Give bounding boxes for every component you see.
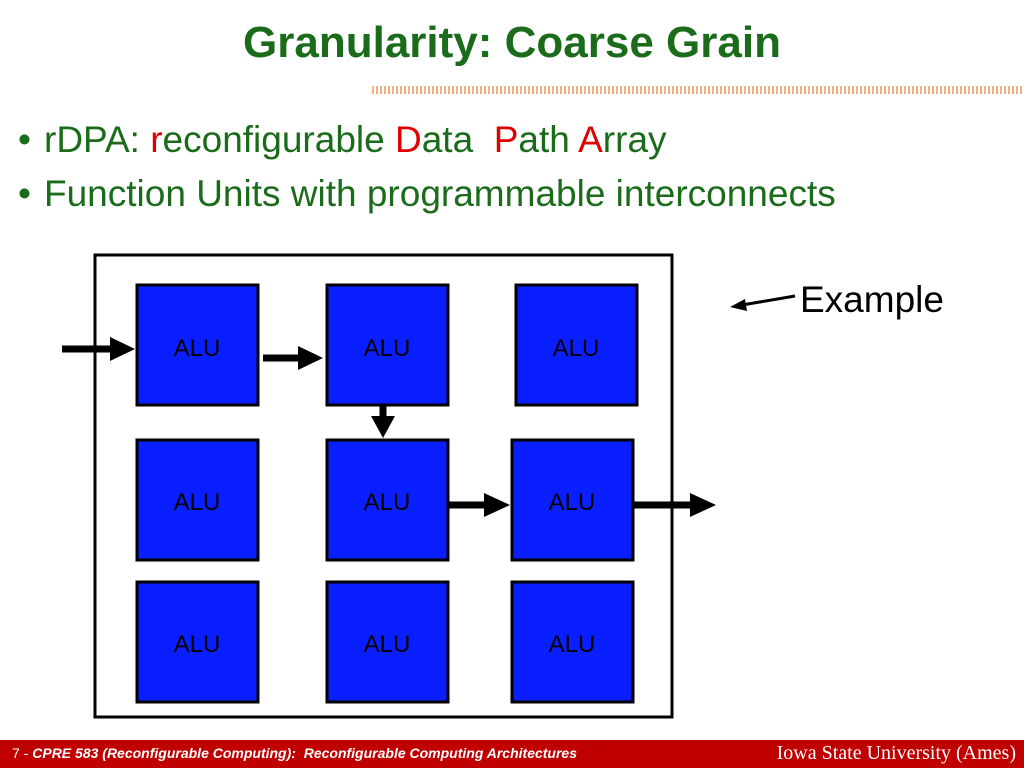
alu-label: ALU <box>553 335 600 362</box>
output-arrow <box>633 493 716 517</box>
alu-label: ALU <box>174 335 221 362</box>
bullet-text-part: econfigurable <box>162 119 395 160</box>
alu-block <box>514 283 639 407</box>
slide-title: Granularity: Coarse Grain <box>243 18 781 67</box>
bullet-function-units: • Function Units with programmable interc… <box>18 170 836 224</box>
title-divider <box>372 86 1024 94</box>
bullet-list: • rDPA: reconfigurable Data Path Array • F… <box>18 116 836 224</box>
connect-arrow-row1 <box>263 346 323 370</box>
alu-label: ALU <box>549 631 596 658</box>
footer-separator: - <box>19 745 33 761</box>
bullet-text-part: rDPA: <box>44 119 151 160</box>
bullet-highlight-letter: D <box>395 119 422 160</box>
bullet-text-part: ata <box>421 119 494 160</box>
alu-block <box>325 283 450 407</box>
alu-label: ALU <box>174 489 221 516</box>
alu-block <box>325 580 450 704</box>
alu-label: ALU <box>174 631 221 658</box>
bullet-marker: • <box>18 119 31 160</box>
university-name: Iowa State University (Ames) <box>776 742 1016 764</box>
connect-arrow-down <box>371 405 395 438</box>
example-pointer-arrow <box>730 294 796 311</box>
connect-arrow-row2 <box>448 493 510 517</box>
alu-label: ALU <box>364 489 411 516</box>
alu-label: ALU <box>549 489 596 516</box>
rdpa-diagram: ALU ALU ALU ALU ALU ALU ALU ALU ALU Exam… <box>62 253 944 719</box>
alu-block <box>510 580 635 704</box>
example-label: Example <box>800 279 944 320</box>
bullet-highlight-letter: r <box>150 119 163 160</box>
page-number: 7 <box>12 745 20 761</box>
input-arrow <box>62 337 135 361</box>
bullet-highlight-letter: A <box>578 119 603 160</box>
bullet-highlight-letter: P <box>493 119 519 160</box>
footer-bar: 7 - CPRE 583 (Reconfigurable Computing):… <box>0 740 1024 768</box>
course-title: CPRE 583 (Reconfigurable Computing): Rec… <box>32 745 577 761</box>
bullet-text-part: rray <box>602 119 667 160</box>
alu-block <box>135 580 260 704</box>
bullet-text-part: ath <box>518 119 579 160</box>
array-frame <box>93 253 674 719</box>
alu-block <box>510 438 635 562</box>
alu-block <box>135 438 260 562</box>
alu-label: ALU <box>364 631 411 658</box>
bullet-rdpa: • rDPA: reconfigurable Data Path Array <box>18 116 836 170</box>
alu-label: ALU <box>364 335 411 362</box>
alu-block <box>135 283 260 407</box>
bullet-marker: • <box>18 173 31 214</box>
alu-block <box>325 438 450 562</box>
footer-course-info: 7 - CPRE 583 (Reconfigurable Computing):… <box>12 745 577 761</box>
bullet-text-part: Function Units with programmable interco… <box>44 173 836 214</box>
